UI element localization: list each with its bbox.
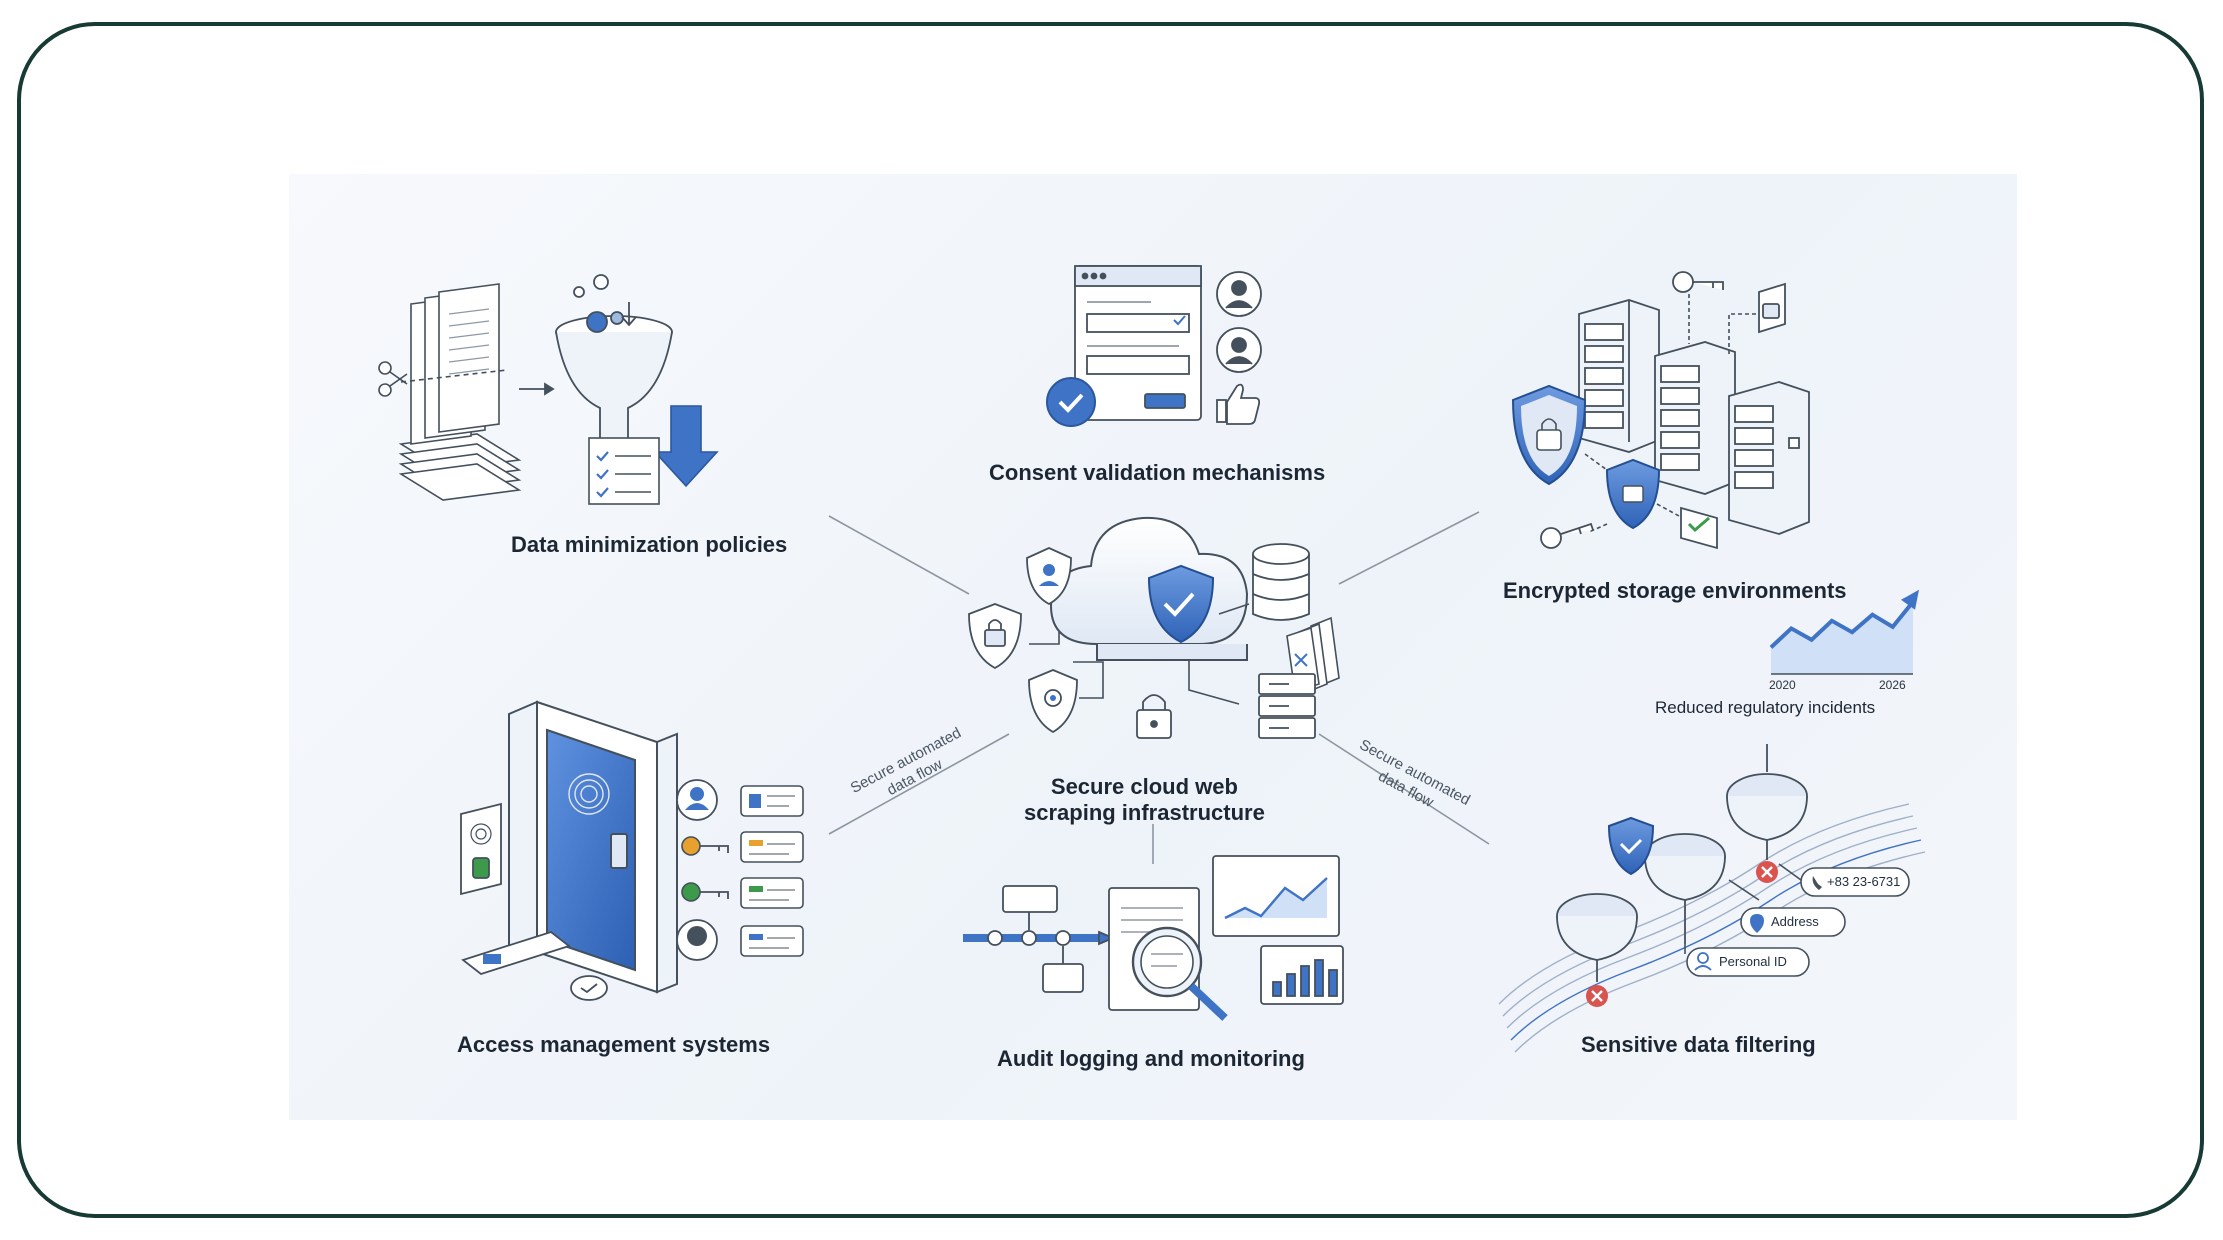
filter-sieve-icon — [1726, 744, 1808, 860]
arrow-right-icon — [519, 382, 555, 396]
data-stream — [1498, 803, 1926, 1053]
verified-card-icon — [1680, 506, 1718, 550]
connector-minimization — [828, 515, 970, 595]
chart-year-start: 2020 — [1769, 678, 1796, 692]
label-reduced-incidents: Reduced regulatory incidents — [1655, 698, 1876, 717]
label-data-minimization: Data minimization policies — [511, 532, 788, 557]
encrypted-storage-illustration — [1511, 271, 1810, 550]
label-encrypted-storage: Encrypted storage environments — [1503, 578, 1847, 603]
user-avatar-icon — [1216, 271, 1262, 317]
server-rack-icon — [1654, 341, 1736, 495]
green-key-row — [681, 877, 804, 909]
connector-filtering — [1318, 733, 1490, 845]
storage-flow-arrows — [1584, 294, 1759, 533]
tag-phone-label: +83 23-6731 — [1827, 874, 1901, 889]
keycard-icon — [461, 930, 571, 976]
phone-tag — [1800, 867, 1910, 897]
connector-storage — [1338, 511, 1480, 585]
label-central-hub: Secure cloud web scraping infrastructure — [1024, 774, 1265, 825]
diagram-canvas: Data minimization policies Consent valid… — [289, 174, 2017, 1120]
sensitive-filtering-illustration — [1498, 744, 1926, 1053]
trend-line — [1769, 600, 1915, 649]
connector-access — [828, 733, 1010, 835]
fingerprint-scanner-icon — [460, 802, 502, 896]
funnel-icon — [555, 274, 673, 449]
padlock-icon — [1136, 694, 1172, 739]
location-pin-icon — [1750, 914, 1764, 933]
key-card-orange-icon — [740, 831, 804, 863]
timeline-icon — [963, 885, 1116, 993]
small-shield-lock-icon — [1605, 458, 1661, 530]
reject-icon — [1586, 985, 1608, 1007]
filter-sieve-icon — [1644, 833, 1726, 944]
chart-year-end: 2026 — [1879, 678, 1906, 692]
locked-document-icon — [1758, 282, 1786, 334]
trend-area — [1771, 601, 1913, 674]
person-icon — [1697, 952, 1709, 964]
central-hub-illustration — [968, 516, 1340, 739]
outer-frame: Data minimization policies Consent valid… — [17, 22, 2204, 1218]
lock-shield-icon — [968, 603, 1022, 670]
audit-logging-illustration — [963, 855, 1344, 1021]
filter-shield-icon — [1607, 816, 1655, 876]
orange-key-icon — [681, 836, 701, 856]
user-badge-row — [676, 779, 804, 821]
hub-flow-arrows — [1029, 603, 1250, 705]
connector-lines — [828, 511, 1490, 864]
key-card-green-icon — [740, 877, 804, 909]
line-chart-panel-icon — [1212, 855, 1340, 937]
large-shield-lock-icon — [1511, 384, 1587, 486]
bar-chart-panel-icon — [1260, 945, 1344, 1005]
green-key-icon — [681, 882, 701, 902]
magnifier-icon — [1131, 926, 1228, 1021]
trend-arrowhead — [1901, 589, 1919, 610]
access-management-illustration — [460, 700, 804, 1001]
address-tag — [1740, 907, 1846, 937]
thumbs-up-icon — [1216, 383, 1261, 425]
diagram-artwork — [378, 265, 1926, 1053]
checkmark-badge-icon — [1046, 377, 1096, 427]
server-stack-icon — [1258, 673, 1316, 739]
data-minimization-illustration — [378, 274, 719, 505]
access-check-icon — [570, 975, 608, 1001]
server-rack-icon — [1578, 299, 1660, 453]
document-stack-icon — [398, 283, 522, 501]
secure-door-icon — [508, 700, 678, 994]
server-rack-icon — [1728, 381, 1810, 535]
file-x-icon — [1286, 616, 1340, 694]
orange-key-row — [681, 831, 804, 863]
shield-check-icon — [1147, 564, 1215, 644]
database-icon — [1252, 543, 1310, 621]
fingerprint-shield-icon — [1028, 669, 1078, 734]
user-avatar-female-icon — [1216, 327, 1262, 373]
key-icon — [1672, 271, 1724, 293]
arrow-down-icon — [653, 405, 719, 488]
storage-key-icon — [1540, 522, 1594, 549]
phone-icon — [1812, 876, 1822, 890]
label-access-management: Access management systems — [457, 1032, 771, 1057]
personal-id-tag — [1686, 947, 1810, 977]
checklist-icon — [588, 437, 660, 505]
tag-personal-id-label: Personal ID — [1719, 954, 1787, 969]
filter-flow-arrows — [1684, 863, 1802, 954]
reject-icon — [1756, 861, 1778, 883]
incidents-chart — [1769, 589, 1919, 675]
id-card-icon — [740, 785, 804, 817]
scissors-icon — [378, 361, 408, 397]
label-sensitive-filtering: Sensitive data filtering — [1581, 1032, 1816, 1057]
consent-form-icon — [1074, 265, 1202, 421]
tag-address-label: Address — [1771, 914, 1819, 929]
consent-validation-illustration — [1046, 265, 1262, 427]
filter-sieve-icon — [1556, 893, 1638, 982]
label-consent-validation: Consent validation mechanisms — [989, 460, 1326, 485]
biometric-row — [676, 919, 804, 961]
label-audit-logging: Audit logging and monitoring — [997, 1046, 1305, 1071]
bio-card-icon — [740, 925, 804, 957]
user-shield-icon — [1026, 547, 1072, 606]
